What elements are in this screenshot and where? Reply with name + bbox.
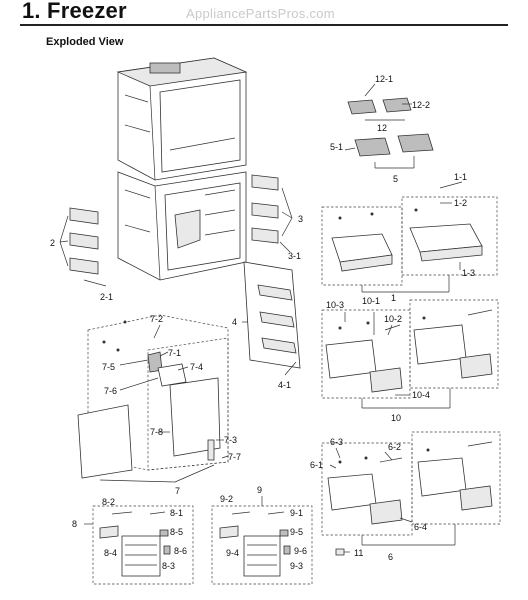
callout-5: 5 xyxy=(393,174,398,184)
freezer-cabinet-lower xyxy=(117,171,247,281)
drawer-group-1 xyxy=(321,181,498,293)
callout-9-2: 9-2 xyxy=(220,494,233,504)
callout-9-4: 9-4 xyxy=(226,548,239,558)
callout-6-4: 6-4 xyxy=(414,522,427,532)
callout-6: 6 xyxy=(388,552,393,562)
page-title: 1. Freezer xyxy=(22,0,127,23)
evaporator-group-9 xyxy=(211,496,313,585)
callout-1: 1 xyxy=(391,293,396,303)
watermark: AppliancePartsPros.com xyxy=(186,6,335,21)
title-rule xyxy=(20,24,508,26)
callout-12-1: 12-1 xyxy=(375,74,393,84)
callout-5-1: 5-1 xyxy=(330,142,343,152)
evaporator-group-8 xyxy=(84,505,194,585)
callout-10: 10 xyxy=(391,413,401,423)
drawer-group-6 xyxy=(321,431,501,556)
callout-3: 3 xyxy=(298,214,303,224)
callout-7-6: 7-6 xyxy=(104,386,117,396)
rails-2 xyxy=(59,207,107,287)
callout-9: 9 xyxy=(257,485,262,495)
callout-8-1: 8-1 xyxy=(170,508,183,518)
rails-3 xyxy=(251,174,293,253)
callout-12-2: 12-2 xyxy=(412,100,430,110)
icemaker-group-7 xyxy=(77,314,229,483)
callout-6-1: 6-1 xyxy=(310,460,323,470)
callout-7-5: 7-5 xyxy=(102,362,115,372)
callout-8-5: 8-5 xyxy=(170,527,183,537)
callout-4: 4 xyxy=(232,317,237,327)
callout-8-6: 8-6 xyxy=(174,546,187,556)
callout-9-3: 9-3 xyxy=(290,561,303,571)
callout-8-2: 8-2 xyxy=(102,497,115,507)
callout-10-4: 10-4 xyxy=(412,390,430,400)
callout-8-4: 8-4 xyxy=(104,548,117,558)
shelf-5-parts xyxy=(344,133,434,169)
callout-1-2: 1-2 xyxy=(454,198,467,208)
callout-7-4: 7-4 xyxy=(190,362,203,372)
drawer-group-10 xyxy=(321,299,499,409)
callout-2: 2 xyxy=(50,238,55,248)
callout-4-1: 4-1 xyxy=(278,380,291,390)
section-subtitle: Exploded View xyxy=(46,36,124,48)
callout-6-2: 6-2 xyxy=(388,442,401,452)
callout-9-6: 9-6 xyxy=(294,546,307,556)
callout-7-1: 7-1 xyxy=(168,348,181,358)
callout-10-2: 10-2 xyxy=(384,314,402,324)
callout-3-1: 3-1 xyxy=(288,251,301,261)
callout-8-3: 8-3 xyxy=(162,561,175,571)
callout-6-3: 6-3 xyxy=(330,437,343,447)
callout-7-7: 7-7 xyxy=(228,452,241,462)
freezer-cabinet-upper xyxy=(116,57,248,181)
callout-1-3: 1-3 xyxy=(462,268,475,278)
callout-1-1: 1-1 xyxy=(454,172,467,182)
callout-9-5: 9-5 xyxy=(290,527,303,537)
callout-7-3: 7-3 xyxy=(224,435,237,445)
callout-7-8: 7-8 xyxy=(150,427,163,437)
door-panel-4 xyxy=(242,261,301,376)
callout-7: 7 xyxy=(175,486,180,496)
shelf-12-parts xyxy=(347,83,412,121)
callout-9-1: 9-1 xyxy=(290,508,303,518)
callout-12: 12 xyxy=(377,123,387,133)
callout-2-1: 2-1 xyxy=(100,292,113,302)
callout-7-2: 7-2 xyxy=(150,314,163,324)
callout-10-3: 10-3 xyxy=(326,300,344,310)
callout-8: 8 xyxy=(72,519,77,529)
callout-11: 11 xyxy=(354,548,363,558)
callout-10-1: 10-1 xyxy=(362,296,380,306)
